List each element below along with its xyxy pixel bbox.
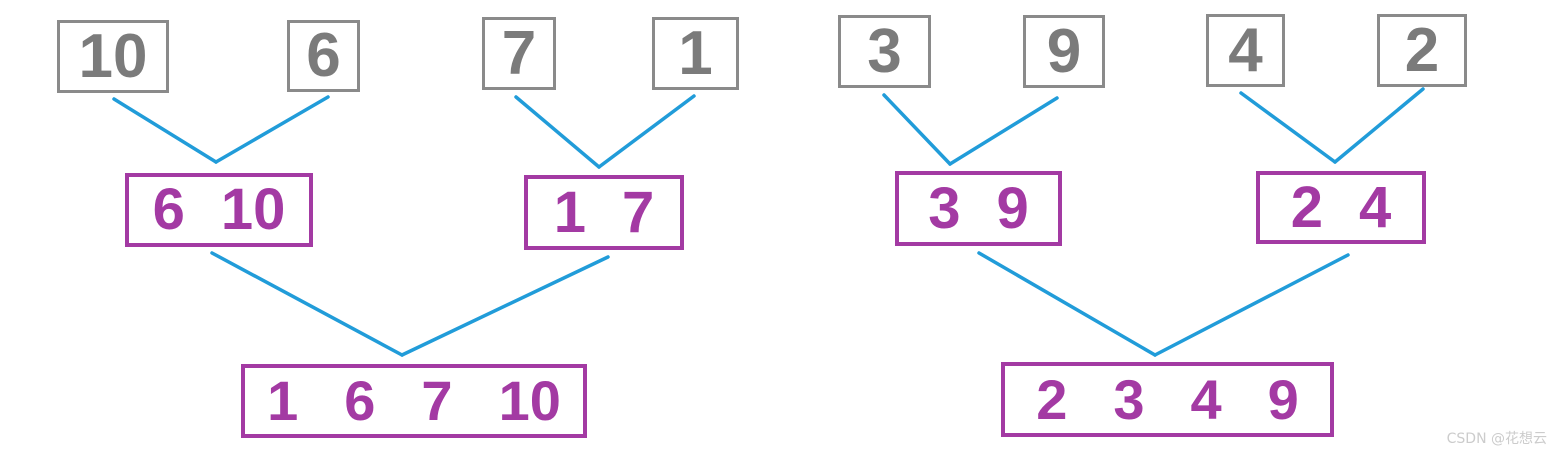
leaf-value: 1 [678,18,713,88]
leaf-value: 10 [78,21,148,91]
merge-connector-line [1333,87,1425,164]
merge-connector-line [948,96,1059,166]
leaf-value: 3 [867,16,902,86]
watermark: CSDN @花想云 [1446,431,1547,447]
pair-value: 7 [622,179,655,245]
pair-value: 3 [928,175,961,241]
merged-pair-box-3-9: 3 9 [895,171,1062,246]
leaf-box-10: 10 [57,20,169,93]
merge-connector-line [210,251,404,357]
result-value: 2 [1036,367,1068,431]
pair-value: 9 [996,175,1029,241]
merged-pair-box-1-7: 1 7 [524,175,684,250]
leaf-box-2: 2 [1377,14,1467,87]
leaf-value: 7 [501,18,537,88]
leaf-box-7: 7 [482,17,556,90]
pair-value: 4 [1359,174,1392,240]
merged-pair-box-2-4: 2 4 [1256,171,1426,244]
merge-connector-line [214,95,330,164]
pair-value: 6 [152,177,185,242]
result-value: 7 [421,369,453,432]
leaf-box-3: 3 [838,15,931,88]
pair-value: 2 [1290,174,1323,240]
result-value: 9 [1267,367,1299,431]
result-value: 1 [267,369,299,432]
leaf-box-4: 4 [1206,14,1285,87]
pair-value: 10 [220,177,286,242]
result-value: 3 [1113,367,1145,431]
merged-pair-box-6-10: 6 10 [125,173,313,247]
leaf-box-9: 9 [1023,15,1105,88]
leaf-value: 4 [1228,15,1263,85]
merged-result-box-left: 1 6 7 10 [241,364,587,438]
leaf-value: 2 [1404,15,1440,85]
merge-connector-line [597,94,696,169]
merged-result-box-right: 2 3 4 9 [1001,362,1334,437]
merge-connector-line [977,251,1157,357]
result-value: 6 [344,369,376,432]
leaf-value: 6 [306,21,341,90]
merge-connector-line [400,255,610,357]
merge-connector-line [882,93,952,166]
merge-connector-line [112,97,218,164]
merge-connector-line [514,95,601,169]
result-value: 4 [1190,367,1222,431]
leaf-box-1: 1 [652,17,739,90]
leaf-box-6: 6 [287,20,360,92]
pair-value: 1 [553,179,586,245]
merge-connector-line [1153,253,1350,357]
result-value: 10 [498,369,561,432]
merge-connector-line [1239,91,1337,164]
leaf-value: 9 [1046,16,1082,86]
